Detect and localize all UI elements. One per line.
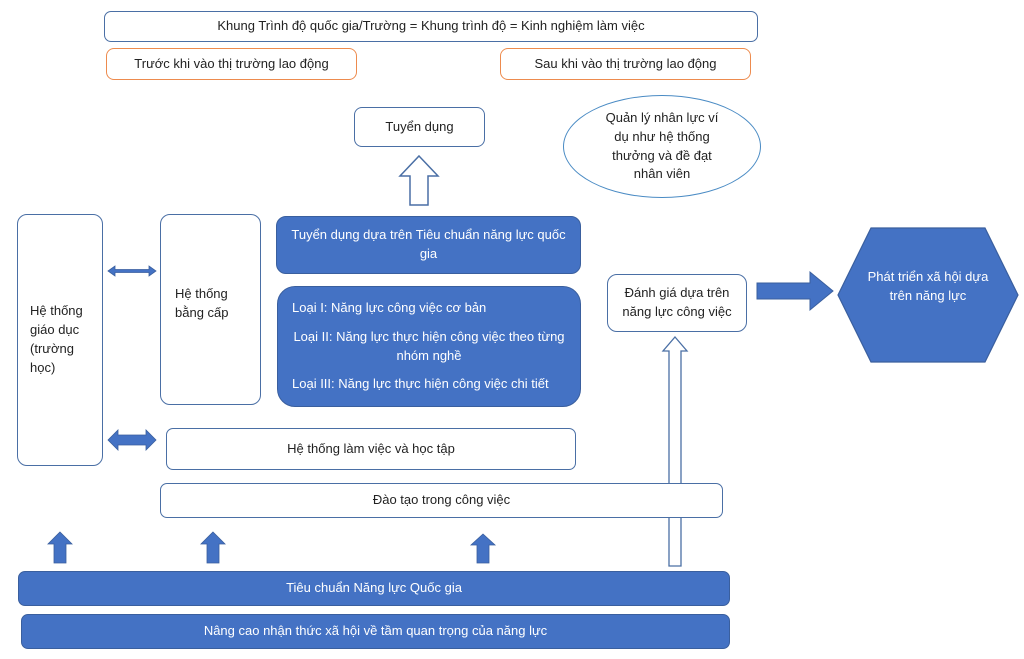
before-labor-market-text: Trước khi vào thị trường lao động bbox=[134, 55, 329, 71]
awareness-text: Nâng cao nhận thức xã hội về tầm quan tr… bbox=[203, 623, 548, 639]
after-labor-market-text: Sau khi vào thị trường lao động bbox=[534, 55, 717, 71]
recruitment-text: Tuyển dụng bbox=[385, 118, 454, 134]
education-system-text: Hệ thống giáo dục (trường học) bbox=[30, 303, 83, 375]
on-job-training-box: Đào tạo trong công việc bbox=[160, 483, 723, 518]
competency-type-2: Loại II: Năng lực thực hiện công việc th… bbox=[293, 328, 565, 363]
work-study-system-text: Hệ thống làm việc và học tập bbox=[287, 440, 455, 456]
qualification-system-text: Hệ thống bằng cấp bbox=[175, 286, 229, 320]
competency-type-1: Loại I: Năng lực công việc cơ bản bbox=[292, 299, 487, 315]
after-labor-market-box: Sau khi vào thị trường lao động bbox=[500, 48, 751, 80]
framework-text: Khung Trình độ quốc gia/Trường = Khung t… bbox=[217, 18, 645, 34]
development-hexagon bbox=[837, 227, 1019, 363]
on-job-training-text: Đào tạo trong công việc bbox=[372, 492, 511, 508]
national-standard-text: Tiêu chuẩn Năng lực Quốc gia bbox=[286, 580, 462, 596]
up-arrow-2-icon bbox=[200, 531, 226, 564]
hollow-up-arrow-assessment-icon bbox=[661, 336, 689, 567]
education-system-box: Hệ thống giáo dục (trường học) bbox=[17, 214, 103, 466]
hr-management-text: Quản lý nhân lực ví dụ như hệ thống thưở… bbox=[605, 109, 719, 182]
up-arrow-3-icon bbox=[469, 533, 497, 564]
competency-type-3: Loại III: Năng lực thực hiện công việc c… bbox=[292, 376, 549, 392]
hr-management-ellipse: Quản lý nhân lực ví dụ như hệ thống thưở… bbox=[563, 95, 761, 198]
framework-box: Khung Trình độ quốc gia/Trường = Khung t… bbox=[104, 11, 758, 42]
development-text: Phát triển xã hội dựa trên năng lực bbox=[867, 269, 989, 303]
up-arrow-1-icon bbox=[47, 531, 73, 564]
hollow-up-arrow-recruitment-icon bbox=[398, 154, 440, 206]
awareness-bar: Nâng cao nhận thức xã hội về tầm quan tr… bbox=[21, 614, 730, 649]
recruitment-standard-text: Tuyển dụng dựa trên Tiêu chuẩn năng lực … bbox=[291, 227, 566, 261]
right-arrow-development-icon bbox=[756, 270, 834, 312]
double-arrow-thick-icon bbox=[107, 429, 157, 451]
competency-types-box: Loại I: Năng lực công việc cơ bản Loại I… bbox=[277, 286, 581, 407]
double-arrow-thin-icon bbox=[107, 265, 157, 277]
development-text-wrap: Phát triển xã hội dựa trên năng lực bbox=[865, 262, 991, 312]
before-labor-market-box: Trước khi vào thị trường lao động bbox=[106, 48, 357, 80]
work-study-system-box: Hệ thống làm việc và học tập bbox=[166, 428, 576, 470]
assessment-text: Đánh giá dựa trên năng lực công việc bbox=[622, 285, 732, 319]
assessment-box: Đánh giá dựa trên năng lực công việc bbox=[607, 274, 747, 332]
qualification-system-box: Hệ thống bằng cấp bbox=[160, 214, 261, 405]
recruitment-box: Tuyển dụng bbox=[354, 107, 485, 147]
national-standard-bar: Tiêu chuẩn Năng lực Quốc gia bbox=[18, 571, 730, 606]
recruitment-standard-box: Tuyển dụng dựa trên Tiêu chuẩn năng lực … bbox=[276, 216, 581, 274]
